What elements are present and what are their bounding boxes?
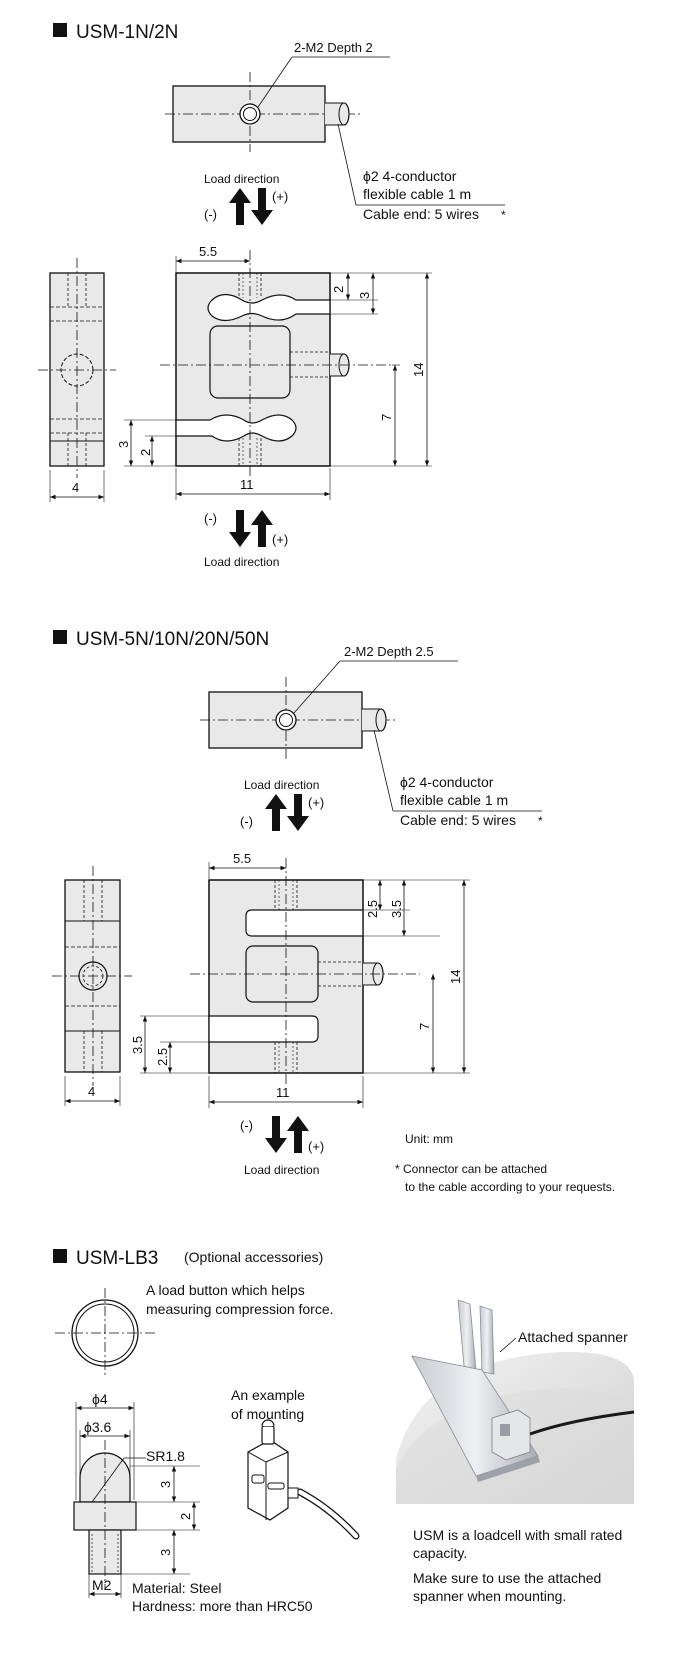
cable-spec-line1: ϕ2 4-conductor bbox=[363, 168, 457, 184]
dim-2-5-bottom: 2.5 bbox=[155, 1048, 170, 1066]
load-direction-top: Load direction (-) (+) bbox=[240, 778, 324, 831]
load-direction-label: Load direction bbox=[204, 555, 279, 569]
front-view: 5.5 2 3 14 7 3 2 11 bbox=[116, 244, 432, 500]
dim-7: 7 bbox=[379, 414, 394, 421]
example-label-line1: An example bbox=[231, 1387, 305, 1403]
load-direction-label: Load direction bbox=[204, 172, 279, 186]
dim-2-bottom: 2 bbox=[138, 449, 153, 456]
description-line2: measuring compression force. bbox=[146, 1301, 334, 1317]
front-view: 5.5 2.5 3.5 14 7 3.5 2.5 11 bbox=[130, 851, 470, 1108]
cable-spec-line3: Cable end: 5 wires bbox=[363, 206, 479, 222]
depth-label: 2-M2 Depth 2.5 bbox=[344, 644, 434, 659]
minus-label: (-) bbox=[240, 1118, 253, 1133]
dim-14: 14 bbox=[411, 363, 426, 377]
load-direction-top: Load direction (-) (+) bbox=[204, 172, 288, 225]
connector-note-line2: to the cable according to your requests. bbox=[405, 1180, 615, 1194]
arrow-up-icon bbox=[287, 1116, 309, 1153]
phi4-label: ϕ4 bbox=[92, 1391, 108, 1407]
dim-2-top: 2 bbox=[331, 286, 346, 293]
plus-label: (+) bbox=[308, 1139, 324, 1154]
dim-3-bottom: 3 bbox=[116, 441, 131, 448]
minus-label: (-) bbox=[204, 207, 217, 222]
usm-photo: Attached spanner bbox=[396, 1286, 635, 1504]
dim-2-5-top: 2.5 bbox=[365, 900, 380, 918]
arrow-up-icon bbox=[251, 510, 273, 547]
dim-14: 14 bbox=[448, 970, 463, 984]
dim-5-5: 5.5 bbox=[199, 244, 217, 259]
side-view: 4 bbox=[38, 258, 116, 502]
minus-label: (-) bbox=[204, 511, 217, 526]
material-label: Material: Steel bbox=[132, 1580, 221, 1596]
m2-label: M2 bbox=[92, 1577, 112, 1593]
section-bullet-icon bbox=[53, 630, 67, 644]
usm-note-line1: USM is a loadcell with small rated bbox=[413, 1527, 622, 1543]
section-usm-1n-2n: USM-1N/2N 2-M2 Depth 2 ϕ2 4-conductor fl… bbox=[38, 22, 506, 569]
plus-label: (+) bbox=[272, 189, 288, 204]
dim-2: 2 bbox=[178, 1513, 193, 1520]
load-button-side-view: ϕ4 ϕ3.6 SR1.8 3 2 3 bbox=[73, 1391, 200, 1598]
dim-3-top: 3 bbox=[158, 1481, 173, 1488]
dim-3-5-bottom: 3.5 bbox=[130, 1036, 145, 1054]
mounting-example-illustration bbox=[247, 1419, 360, 1540]
dim-11: 11 bbox=[240, 477, 254, 492]
asterisk-mark: * bbox=[538, 814, 543, 828]
spanner-label: Attached spanner bbox=[518, 1329, 628, 1345]
arrow-down-icon bbox=[287, 794, 309, 831]
top-view: 2-M2 Depth 2.5 ϕ2 4-conductor flexible c… bbox=[200, 644, 543, 828]
description-line1: A load button which helps bbox=[146, 1282, 305, 1298]
minus-label: (-) bbox=[240, 814, 253, 829]
load-direction-bottom: (-) (+) Load direction bbox=[240, 1116, 324, 1177]
cable-spec-line2: flexible cable 1 m bbox=[400, 792, 508, 808]
section-bullet-icon bbox=[53, 23, 67, 37]
load-direction-label: Load direction bbox=[244, 1163, 319, 1177]
notes: Unit: mm * Connector can be attached to … bbox=[395, 1132, 615, 1194]
usm-note-line2: capacity. bbox=[413, 1545, 467, 1561]
arrow-up-icon bbox=[265, 794, 287, 831]
depth-label: 2-M2 Depth 2 bbox=[294, 40, 373, 55]
asterisk-mark: * bbox=[501, 208, 506, 222]
example-label-line2: of mounting bbox=[231, 1406, 304, 1422]
sr-label: SR1.8 bbox=[146, 1448, 185, 1464]
section-subtitle: (Optional accessories) bbox=[184, 1249, 323, 1265]
top-view: 2-M2 Depth 2 ϕ2 4-conductor flexible cab… bbox=[165, 40, 506, 222]
load-button-top-view bbox=[55, 1288, 155, 1378]
dim-3-5-top: 3.5 bbox=[389, 900, 404, 918]
section-bullet-icon bbox=[53, 1249, 67, 1263]
dim-3-top: 3 bbox=[357, 292, 372, 299]
plus-label: (+) bbox=[272, 532, 288, 547]
section-title: USM-LB3 bbox=[76, 1248, 158, 1269]
load-direction-label: Load direction bbox=[244, 778, 319, 792]
arrow-down-icon bbox=[265, 1116, 287, 1153]
cable-spec-line2: flexible cable 1 m bbox=[363, 186, 471, 202]
cable-spec-line3: Cable end: 5 wires bbox=[400, 812, 516, 828]
plus-label: (+) bbox=[308, 795, 324, 810]
dim-5-5: 5.5 bbox=[233, 851, 251, 866]
side-view: 4 bbox=[52, 866, 132, 1106]
arrow-up-icon bbox=[229, 188, 251, 225]
mount-note-line1: Make sure to use the attached bbox=[413, 1570, 601, 1586]
arrow-down-icon bbox=[229, 510, 251, 547]
dim-width-4: 4 bbox=[88, 1084, 95, 1099]
section-title: USM-1N/2N bbox=[76, 22, 178, 43]
dim-7: 7 bbox=[417, 1023, 432, 1030]
unit-label: Unit: mm bbox=[405, 1132, 453, 1146]
section-usm-lb3: USM-LB3 (Optional accessories) A load bu… bbox=[53, 1248, 635, 1614]
dim-width-4: 4 bbox=[72, 480, 79, 495]
mount-note-line2: spanner when mounting. bbox=[413, 1588, 566, 1604]
phi3-6-label: ϕ3.6 bbox=[84, 1419, 112, 1435]
dim-3-bottom: 3 bbox=[158, 1549, 173, 1556]
arrow-down-icon bbox=[251, 188, 273, 225]
hardness-label: Hardness: more than HRC50 bbox=[132, 1598, 313, 1614]
cable-spec-line1: ϕ2 4-conductor bbox=[400, 774, 494, 790]
connector-note-line1: * Connector can be attached bbox=[395, 1162, 547, 1176]
section-title: USM-5N/10N/20N/50N bbox=[76, 629, 269, 650]
section-usm-5n-50n: USM-5N/10N/20N/50N 2-M2 Depth 2.5 ϕ2 4-c… bbox=[52, 629, 615, 1194]
load-direction-bottom: (-) (+) Load direction bbox=[204, 510, 288, 569]
dim-11: 11 bbox=[276, 1085, 290, 1100]
